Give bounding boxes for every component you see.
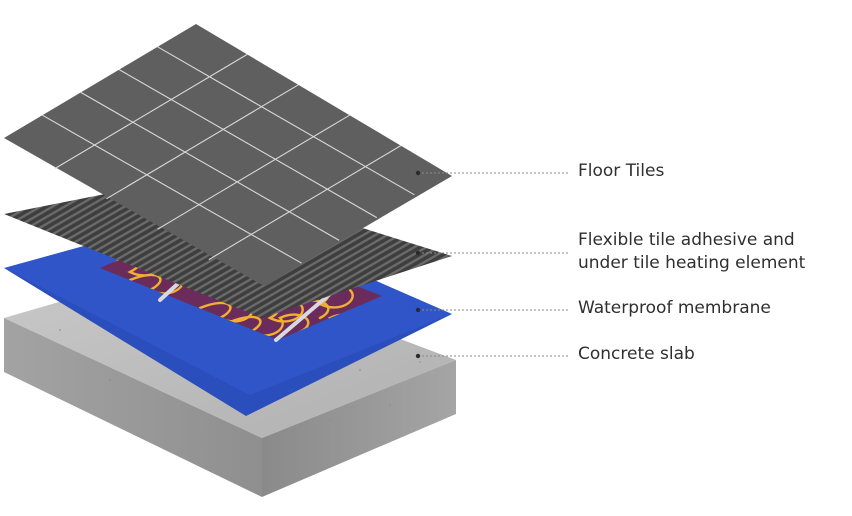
label-adhesive-line-1: Flexible tile adhesive and xyxy=(578,230,795,250)
floor-tiles-layer xyxy=(4,24,452,286)
tile-grout-lines xyxy=(42,46,415,264)
membrane-shade xyxy=(4,268,452,416)
label-slab-line-1: Concrete slab xyxy=(578,344,695,364)
label-floor-tiles-line-1: Floor Tiles xyxy=(578,161,665,181)
leader-dot-membrane xyxy=(415,307,421,313)
leader-dot-slab xyxy=(415,353,421,359)
slab-left-face xyxy=(4,318,262,497)
label-adhesive: Flexible tile adhesive and under tile he… xyxy=(578,229,805,275)
tile-surface xyxy=(4,24,452,286)
leader-dots xyxy=(415,170,421,359)
leader-lines xyxy=(418,172,568,357)
label-membrane-line-1: Waterproof membrane xyxy=(578,298,771,318)
leader-dot-floor-tiles xyxy=(415,170,421,176)
label-membrane: Waterproof membrane xyxy=(578,297,771,320)
label-adhesive-line-2: under tile heating element xyxy=(578,253,806,273)
label-floor-tiles: Floor Tiles xyxy=(578,160,664,183)
leader-dot-adhesive xyxy=(415,250,421,256)
slab-right-face xyxy=(262,360,456,497)
label-slab: Concrete slab xyxy=(578,343,695,366)
